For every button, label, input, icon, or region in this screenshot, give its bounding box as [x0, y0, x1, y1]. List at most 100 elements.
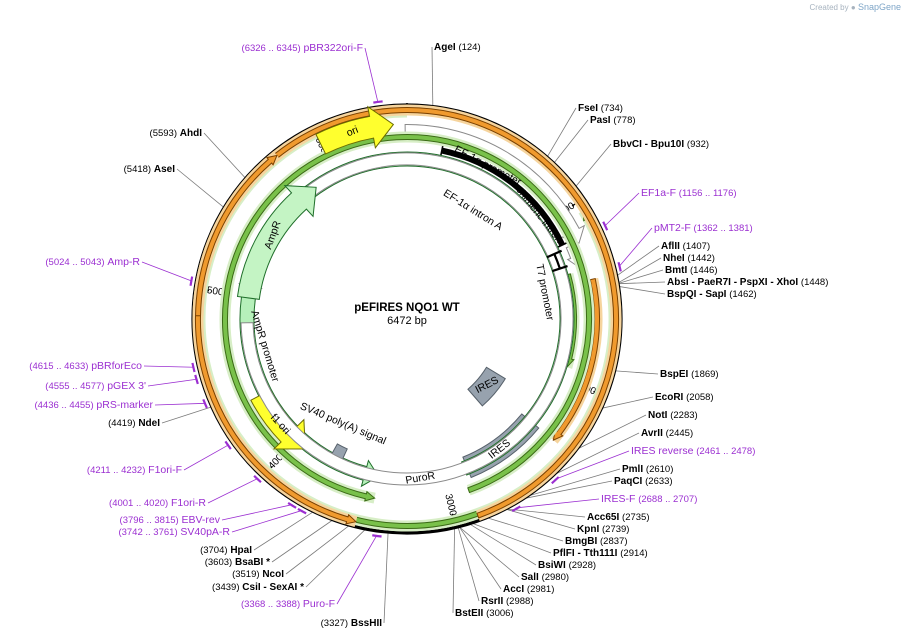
site-leader-line: [547, 107, 577, 157]
site-name: BssHII: [351, 618, 382, 629]
restriction-site-label[interactable]: (5418) AseI: [124, 164, 176, 175]
site-leader-line: [176, 168, 224, 208]
restriction-site-label[interactable]: PasI (778): [590, 115, 636, 126]
restriction-site-label[interactable]: NotI (2283): [648, 410, 698, 421]
site-coordinate: (1448): [801, 277, 828, 288]
feature-ampr[interactable]: [236, 185, 317, 300]
site-name: FseI: [578, 103, 598, 114]
restriction-site-label[interactable]: (5593) AhdI: [150, 128, 203, 139]
site-name: HpaI: [230, 545, 252, 556]
restriction-site-label[interactable]: PflFI - Tth111I (2914): [553, 548, 648, 559]
site-leader-line: [602, 396, 654, 409]
restriction-site-label[interactable]: (3327) BssHII: [321, 618, 383, 629]
primer-site-label[interactable]: (3796 .. 3815) EBV-rev: [120, 514, 221, 526]
snapgene-product-name: SnapGene: [857, 2, 901, 12]
restriction-site-label[interactable]: SalI (2980): [521, 572, 569, 583]
site-leader-line: [203, 132, 246, 178]
primer-site-label[interactable]: (5024 .. 5043) Amp-R: [45, 256, 140, 268]
site-leader-line: [529, 468, 621, 496]
site-coordinate: (3006): [486, 608, 513, 619]
site-leader-line: [161, 406, 212, 424]
restriction-site-label[interactable]: BspQI - SapI (1462): [667, 289, 757, 300]
site-coordinate: (3439): [212, 582, 239, 593]
restriction-site-label[interactable]: FseI (734): [578, 103, 623, 114]
feature-ampr-promoter[interactable]: [238, 152, 574, 486]
site-name: AccI: [503, 584, 524, 595]
primer-site-label[interactable]: (4211 .. 4232) F1ori-F: [87, 464, 182, 476]
primer-site-label[interactable]: (6326 .. 6345) pBR322ori-F: [242, 42, 363, 54]
site-coordinate: (1462): [729, 289, 756, 300]
primer-site-label[interactable]: IRES-F (2688 .. 2707): [601, 493, 697, 505]
restriction-site-label[interactable]: BsiWI (2928): [538, 560, 596, 571]
feature-orange-cds-3[interactable]: [192, 151, 281, 317]
feature-arrow: [315, 105, 395, 155]
restriction-site-label[interactable]: AflII (1407): [661, 241, 710, 252]
site-leader-line: [231, 509, 303, 533]
site-name: IRES-F: [601, 493, 635, 505]
primer-site-label[interactable]: pMT2-F (1362 .. 1381): [654, 222, 753, 234]
site-name: BbvCI - Bpu10I: [613, 139, 684, 150]
site-name: SV40pA-R: [180, 526, 230, 538]
restriction-site-label[interactable]: BmtI (1446): [665, 265, 717, 276]
site-name: SalI: [521, 572, 539, 583]
restriction-site-label[interactable]: BspEI (1869): [660, 369, 719, 380]
primer-site-label[interactable]: (4001 .. 4020) F1ori-R: [109, 497, 206, 509]
restriction-site-label[interactable]: BstEII (3006): [455, 608, 514, 619]
restriction-site-label[interactable]: AccI (2981): [503, 584, 554, 595]
restriction-site-label[interactable]: (3519) NcoI: [232, 569, 284, 580]
site-coordinate: (2735): [622, 512, 649, 523]
primer-site-label[interactable]: (4555 .. 4577) pGEX 3': [45, 380, 146, 392]
site-coordinate: (3519): [232, 569, 259, 580]
site-coordinate: (4555 .. 4577): [45, 381, 104, 392]
site-coordinate: (734): [601, 103, 623, 114]
primer-site-label[interactable]: (4436 .. 4455) pRS-marker: [34, 399, 153, 411]
site-coordinate: (4211 .. 4232): [87, 465, 145, 476]
restriction-site-label[interactable]: (4419) NdeI: [108, 418, 160, 429]
restriction-site-label[interactable]: (3603) BsaBI *: [205, 557, 270, 568]
site-coordinate: (2837): [600, 536, 627, 547]
feature-ires-1[interactable]: [467, 366, 506, 407]
primer-site-label[interactable]: (3368 .. 3388) Puro-F: [241, 598, 335, 610]
restriction-site-label[interactable]: AvrII (2445): [641, 428, 693, 439]
restriction-site-label[interactable]: NheI (1442): [663, 253, 715, 264]
primer-binding-mark: [194, 374, 199, 385]
restriction-site-label[interactable]: RsrII (2988): [481, 596, 533, 607]
site-leader-line: [604, 192, 640, 227]
primer-site-label[interactable]: IRES reverse (2461 .. 2478): [631, 445, 755, 457]
site-name: NcoI: [262, 569, 284, 580]
site-leader-line: [147, 378, 198, 387]
site-leader-line: [617, 245, 660, 276]
restriction-site-label[interactable]: BbvCI - Bpu10I (932): [613, 139, 709, 150]
site-name: PaqCI: [614, 476, 643, 487]
site-name: IRES reverse: [631, 445, 694, 457]
site-leader-line: [618, 227, 653, 268]
site-leader-line: [575, 143, 612, 187]
site-coordinate: (1442): [687, 253, 714, 264]
restriction-site-label[interactable]: AgeI (124): [434, 42, 481, 53]
site-coordinate: (2445): [666, 428, 693, 439]
restriction-site-label[interactable]: BmgBI (2837): [565, 536, 627, 547]
restriction-site-label[interactable]: Acc65I (2735): [587, 512, 650, 523]
site-name: NdeI: [138, 418, 160, 429]
primer-site-label[interactable]: EF1a-F (1156 .. 1176): [641, 187, 737, 199]
primer-site-label[interactable]: (4615 .. 4633) pBRforEco: [29, 360, 142, 372]
feature-label-ori: ori: [345, 124, 360, 139]
site-leader-line: [506, 509, 576, 530]
feature-arrow: [236, 185, 317, 300]
primer-binding-mark: [253, 475, 262, 484]
site-coordinate: (3603): [205, 557, 232, 568]
restriction-site-label[interactable]: EcoRI (2058): [655, 392, 714, 403]
site-name: NheI: [663, 253, 685, 264]
restriction-site-label[interactable]: KpnI (2739): [577, 524, 629, 535]
restriction-site-label[interactable]: AbsI - PaeR7I - PspXI - XhoI (1448): [667, 277, 828, 288]
feature-green-cds-2[interactable]: [219, 131, 595, 504]
restriction-site-label[interactable]: PmlI (2610): [622, 464, 673, 475]
site-leader-line: [452, 528, 456, 614]
restriction-site-label[interactable]: PaqCI (2633): [614, 476, 673, 487]
snapgene-branding: Created by ● SnapGene: [810, 2, 902, 12]
feature-ori[interactable]: [315, 105, 395, 155]
primer-site-label[interactable]: (3742 .. 3761) SV40pA-R: [118, 526, 230, 538]
restriction-site-label[interactable]: (3704) HpaI: [200, 545, 252, 556]
site-leader-line: [507, 508, 586, 518]
restriction-site-label[interactable]: (3439) CsiI - SexAI *: [212, 582, 304, 593]
